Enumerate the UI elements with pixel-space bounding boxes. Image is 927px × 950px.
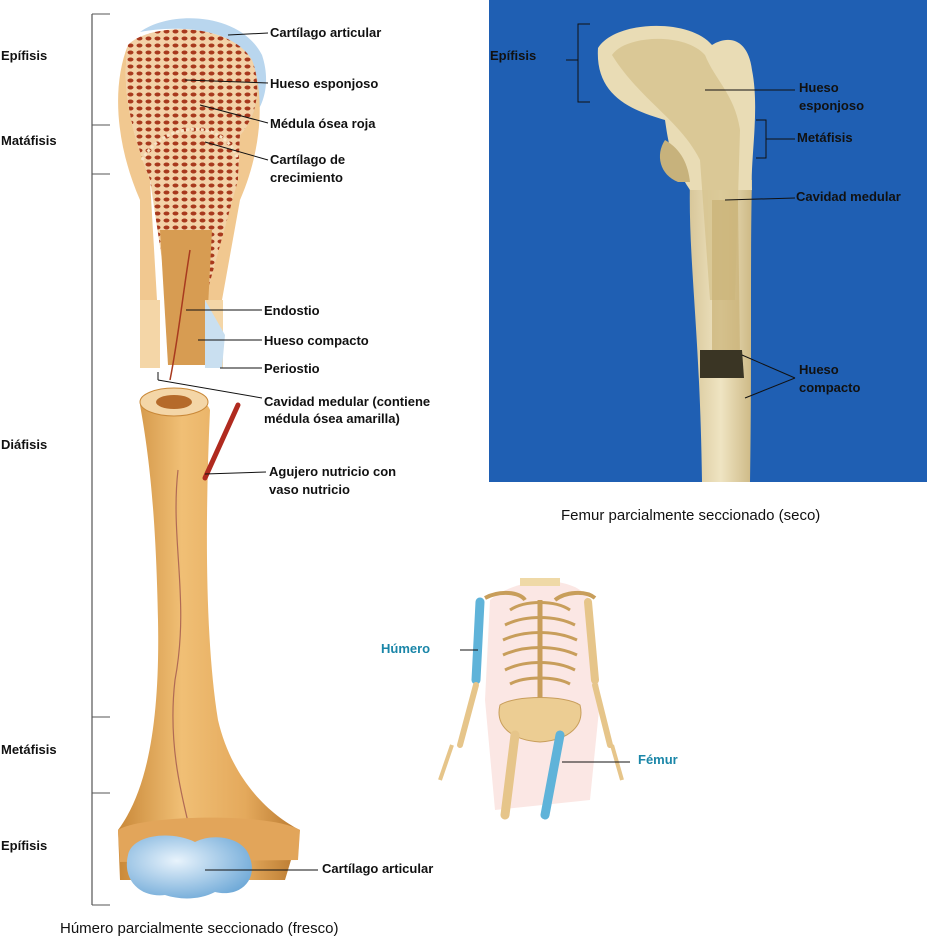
label-cavidad-medular: Cavidad medular (contiene médula ósea am… [264,393,434,427]
nutrient-vessel [205,405,238,478]
articular-cartilage-bottom [127,836,252,899]
region-diafisis: Diáfisis [1,436,47,454]
femur-photo [489,0,927,482]
femur-label-epifisis: Epífisis [490,47,536,65]
femur-label-hueso-compacto: Hueso compacto [799,361,879,397]
humerus-illustration [92,14,300,905]
label-cartilago-articular-bottom: Cartílago articular [322,860,433,878]
skeleton-figure [440,578,622,815]
caption-humero: Húmero parcialmente seccionado (fresco) [60,920,338,937]
region-epifisis-bottom: Epífisis [1,837,47,855]
label-periostio: Periostio [264,360,320,378]
femur-label-hueso-esponjoso: Hueso esponjoso [799,79,889,115]
label-agujero-nutricio: Agujero nutricio con vaso nutricio [269,463,409,499]
caption-femur: Femur parcialmente seccionado (seco) [561,507,820,524]
region-metafisis-top: Matáfisis [1,132,57,150]
region-epifisis-top: Epífisis [1,47,47,65]
humero-highlight [476,602,480,680]
label-cartilago-articular-top: Cartílago articular [270,24,381,42]
label-hueso-esponjoso: Hueso esponjoso [270,75,378,93]
label-endostio: Endostio [264,302,320,320]
skeleton-label-humero: Húmero [381,640,430,658]
skeleton-label-femur: Fémur [638,751,678,769]
femur-label-metafisis: Metáfisis [797,129,853,147]
label-cartilago-crecimiento: Cartílago de crecimiento [270,151,380,187]
label-hueso-compacto: Hueso compacto [264,332,369,350]
label-medula-roja: Médula ósea roja [270,115,375,133]
region-metafisis-bottom: Metáfisis [1,741,57,759]
femur-label-cavidad-medular: Cavidad medular [796,188,901,206]
